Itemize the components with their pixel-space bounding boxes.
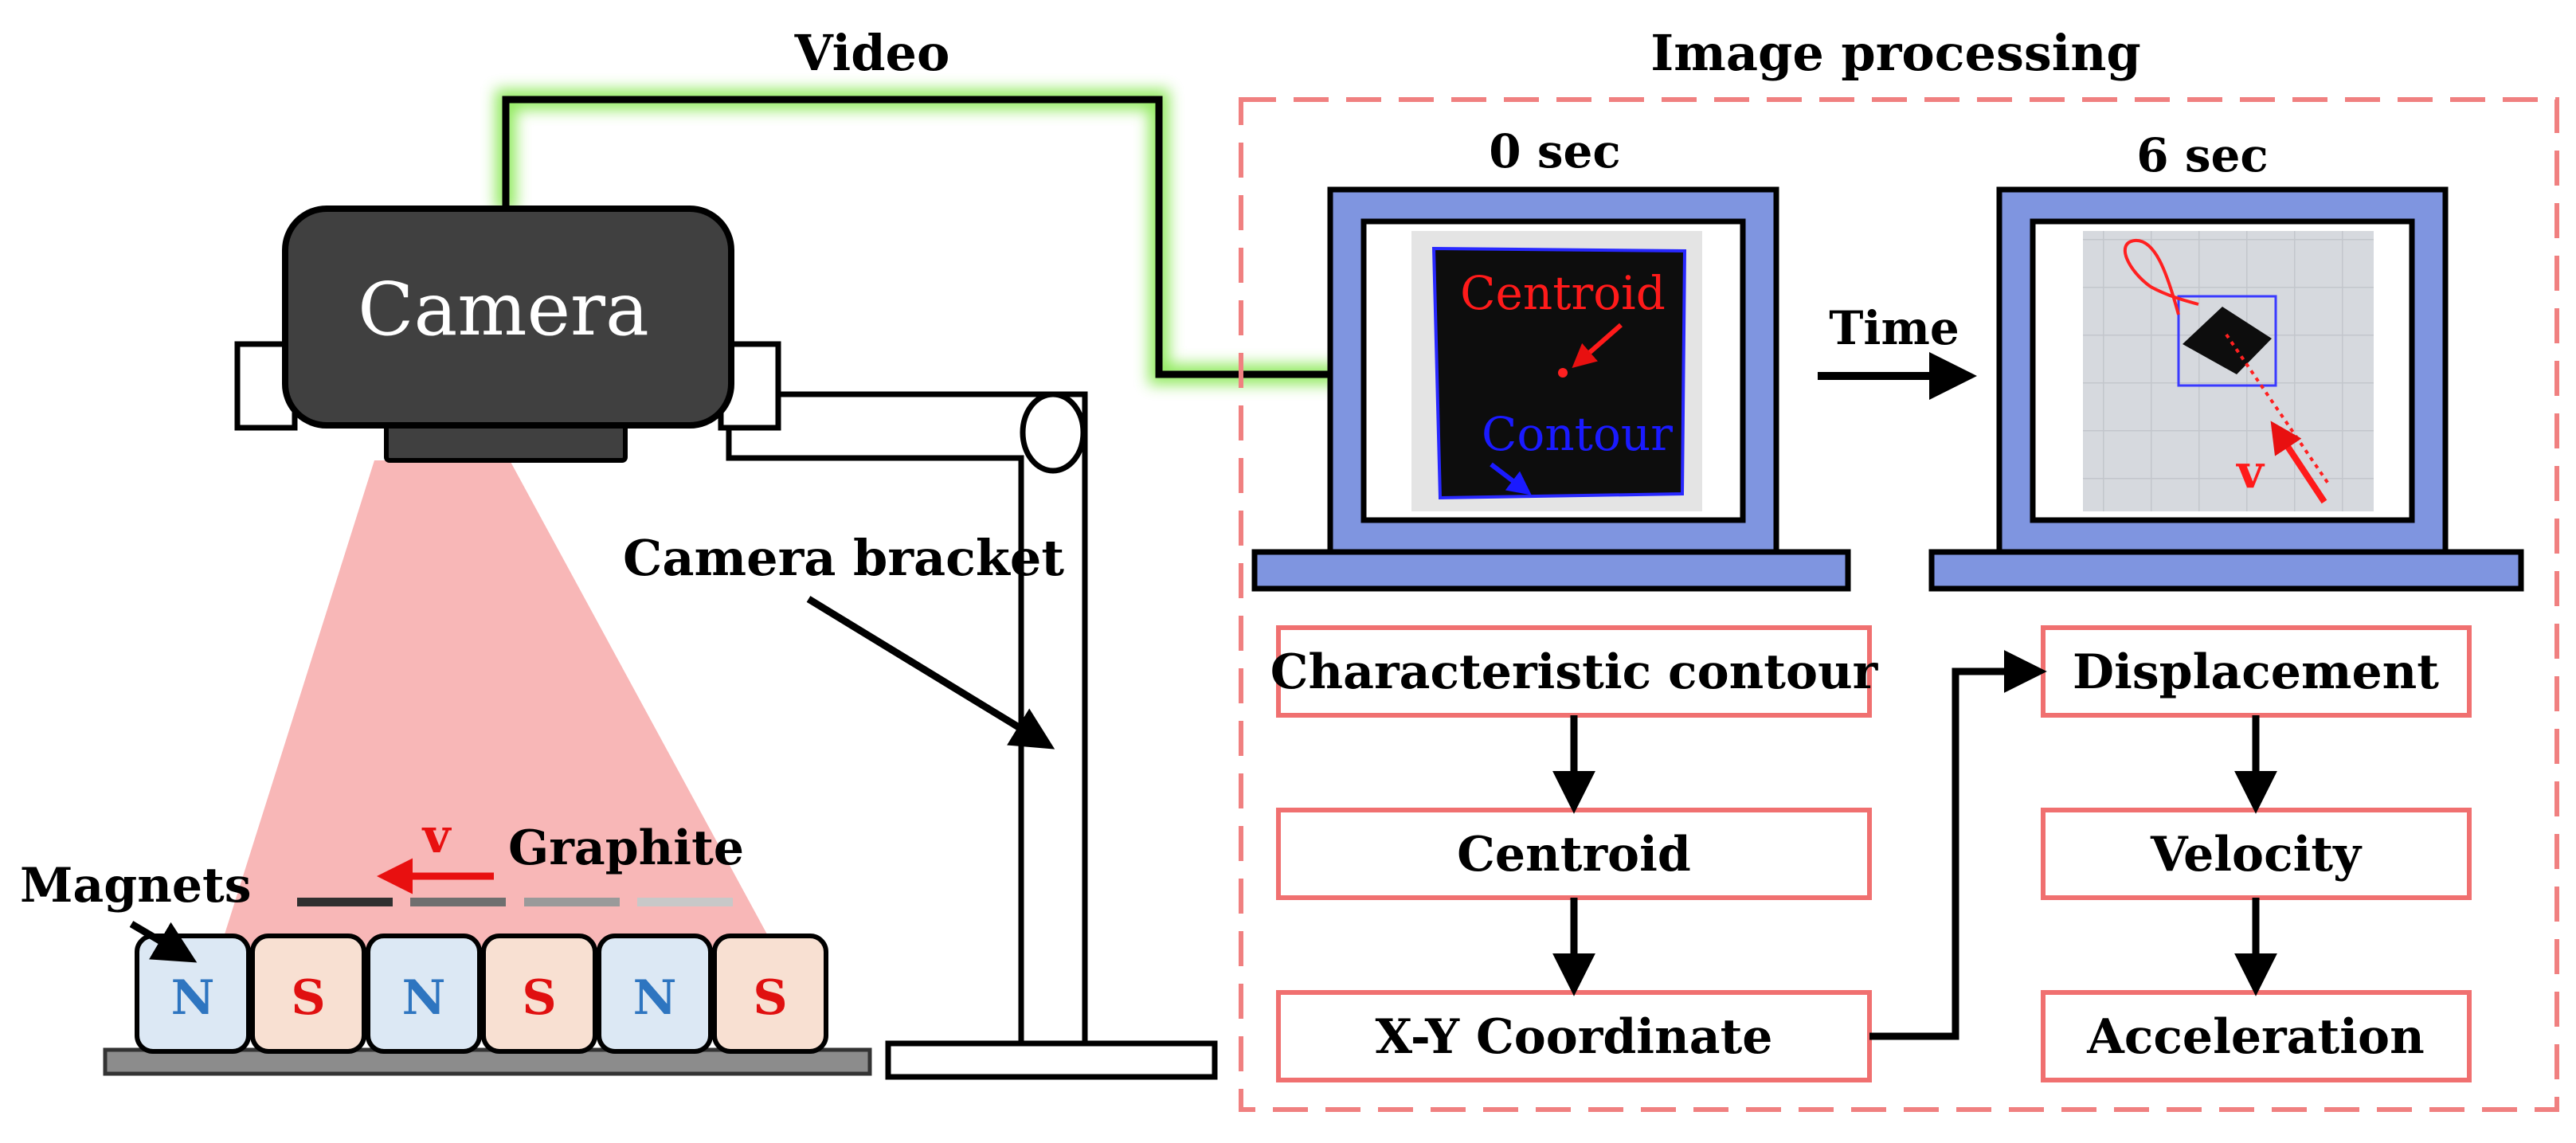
camera-bracket-label: Camera bracket: [623, 529, 1064, 587]
magnets-label: Magnets: [20, 858, 252, 914]
contour-label: Contour: [1482, 407, 1673, 461]
arrow-xy-to-displacement: [1869, 650, 2047, 1040]
box-characteristic-contour-label: Characteristic contour: [1270, 644, 1879, 700]
centroid-dot: [1558, 368, 1568, 378]
camera-beam: [219, 460, 777, 952]
box-velocity: [2041, 808, 2472, 900]
frame-time-6: 6 sec: [2136, 128, 2268, 182]
trajectory-trace: [2124, 238, 2199, 315]
graphite-velocity-symbol: v: [421, 808, 452, 864]
magnet-pole-label: S: [291, 970, 325, 1026]
contour-arrow: [1490, 462, 1532, 495]
magnet-pole-label: N: [402, 970, 446, 1026]
pipeline: Characteristic contour Centroid X-Y Coor…: [1270, 625, 2472, 1082]
image-processing-panel: [1239, 97, 2559, 1112]
camera-label: Camera: [358, 267, 649, 352]
monitor-0-sec: 0 sec Centroid Contour: [1251, 124, 1851, 592]
box-centroid-label: Centroid: [1457, 827, 1691, 883]
box-acceleration-label: Acceleration: [2086, 1009, 2424, 1065]
video-label: Video: [794, 24, 950, 82]
magnet-pole-label: N: [633, 970, 677, 1026]
magnet-n-pole: [597, 934, 713, 1054]
box-displacement: [2041, 625, 2472, 718]
camera-bracket: [726, 391, 1218, 1080]
magnet-n-pole: [366, 934, 482, 1054]
video-cable: [495, 89, 1338, 385]
box-displacement-label: Displacement: [2073, 644, 2439, 700]
frame-velocity-symbol: v: [2235, 444, 2265, 499]
monitor-6-sec: 6 sec v: [1928, 128, 2524, 592]
box-xy-coordinate-label: X-Y Coordinate: [1376, 1009, 1773, 1065]
graphite-label: Graphite: [508, 820, 744, 876]
trajectory-dotted: [2225, 333, 2331, 487]
magnet-pole-label: N: [171, 970, 215, 1026]
magnet-pole-label: S: [753, 970, 787, 1026]
centroid-label: Centroid: [1460, 266, 1666, 320]
graphite-flakes: [297, 898, 733, 906]
magnet-s-pole: [250, 934, 366, 1054]
magnet-s-pole: [481, 934, 597, 1054]
camera: Camera: [234, 206, 781, 463]
time-label: Time: [1829, 301, 1959, 355]
image-processing-label: Image processing: [1650, 24, 2141, 82]
box-velocity-label: Velocity: [2150, 827, 2363, 883]
centroid-arrow: [1572, 323, 1623, 368]
magnet-pole-label: S: [522, 970, 556, 1026]
velocity-arrow-frame: [2270, 421, 2327, 504]
camera-bracket-arrow: [806, 596, 1055, 750]
magnets-arrow: [129, 921, 198, 963]
magnet-s-pole: [712, 934, 828, 1054]
box-characteristic-contour: [1276, 625, 1872, 718]
frame-time-0: 0 sec: [1489, 124, 1620, 178]
